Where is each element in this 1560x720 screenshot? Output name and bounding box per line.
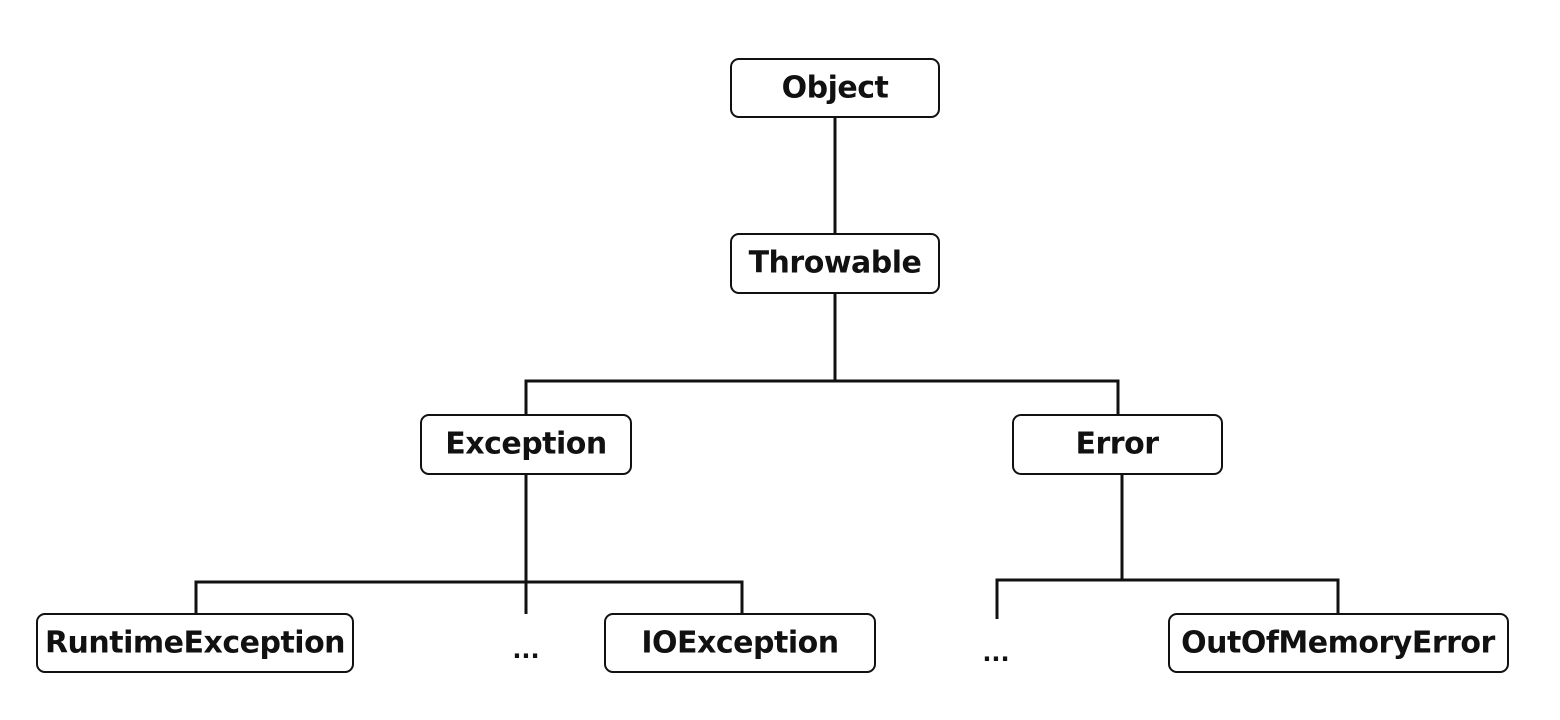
node-throwable-label: Throwable	[749, 246, 922, 281]
node-out-of-memory-error: OutOfMemoryError	[1168, 613, 1509, 673]
node-exception-box	[420, 414, 632, 475]
edge-error-children	[995, 474, 1340, 619]
edge-throwable-children	[524, 293, 1120, 414]
node-throwable: Throwable	[730, 233, 940, 294]
node-out-of-memory-error-box	[1168, 613, 1509, 673]
node-error: Error	[1012, 414, 1223, 475]
node-object-box	[730, 58, 940, 118]
node-io-exception-label: IOException	[641, 626, 838, 661]
node-io-exception-box	[604, 613, 876, 673]
node-out-of-memory-error-label: OutOfMemoryError	[1181, 626, 1495, 661]
node-object-label: Object	[782, 71, 889, 106]
node-exception-label: Exception	[445, 427, 607, 462]
connectors	[194, 117, 1340, 619]
exception-more-ellipsis: ...	[512, 636, 539, 664]
node-throwable-box	[730, 233, 940, 294]
edge-exception-children	[194, 474, 744, 614]
node-error-label: Error	[1076, 427, 1160, 462]
node-io-exception: IOException	[604, 613, 876, 673]
node-exception: Exception	[420, 414, 632, 475]
node-runtime-exception: RuntimeException	[36, 613, 354, 673]
node-object: Object	[730, 58, 940, 118]
node-runtime-exception-box	[36, 613, 354, 673]
error-more-ellipsis: ...	[982, 639, 1009, 667]
node-error-box	[1012, 414, 1223, 475]
node-runtime-exception-label: RuntimeException	[45, 626, 345, 661]
